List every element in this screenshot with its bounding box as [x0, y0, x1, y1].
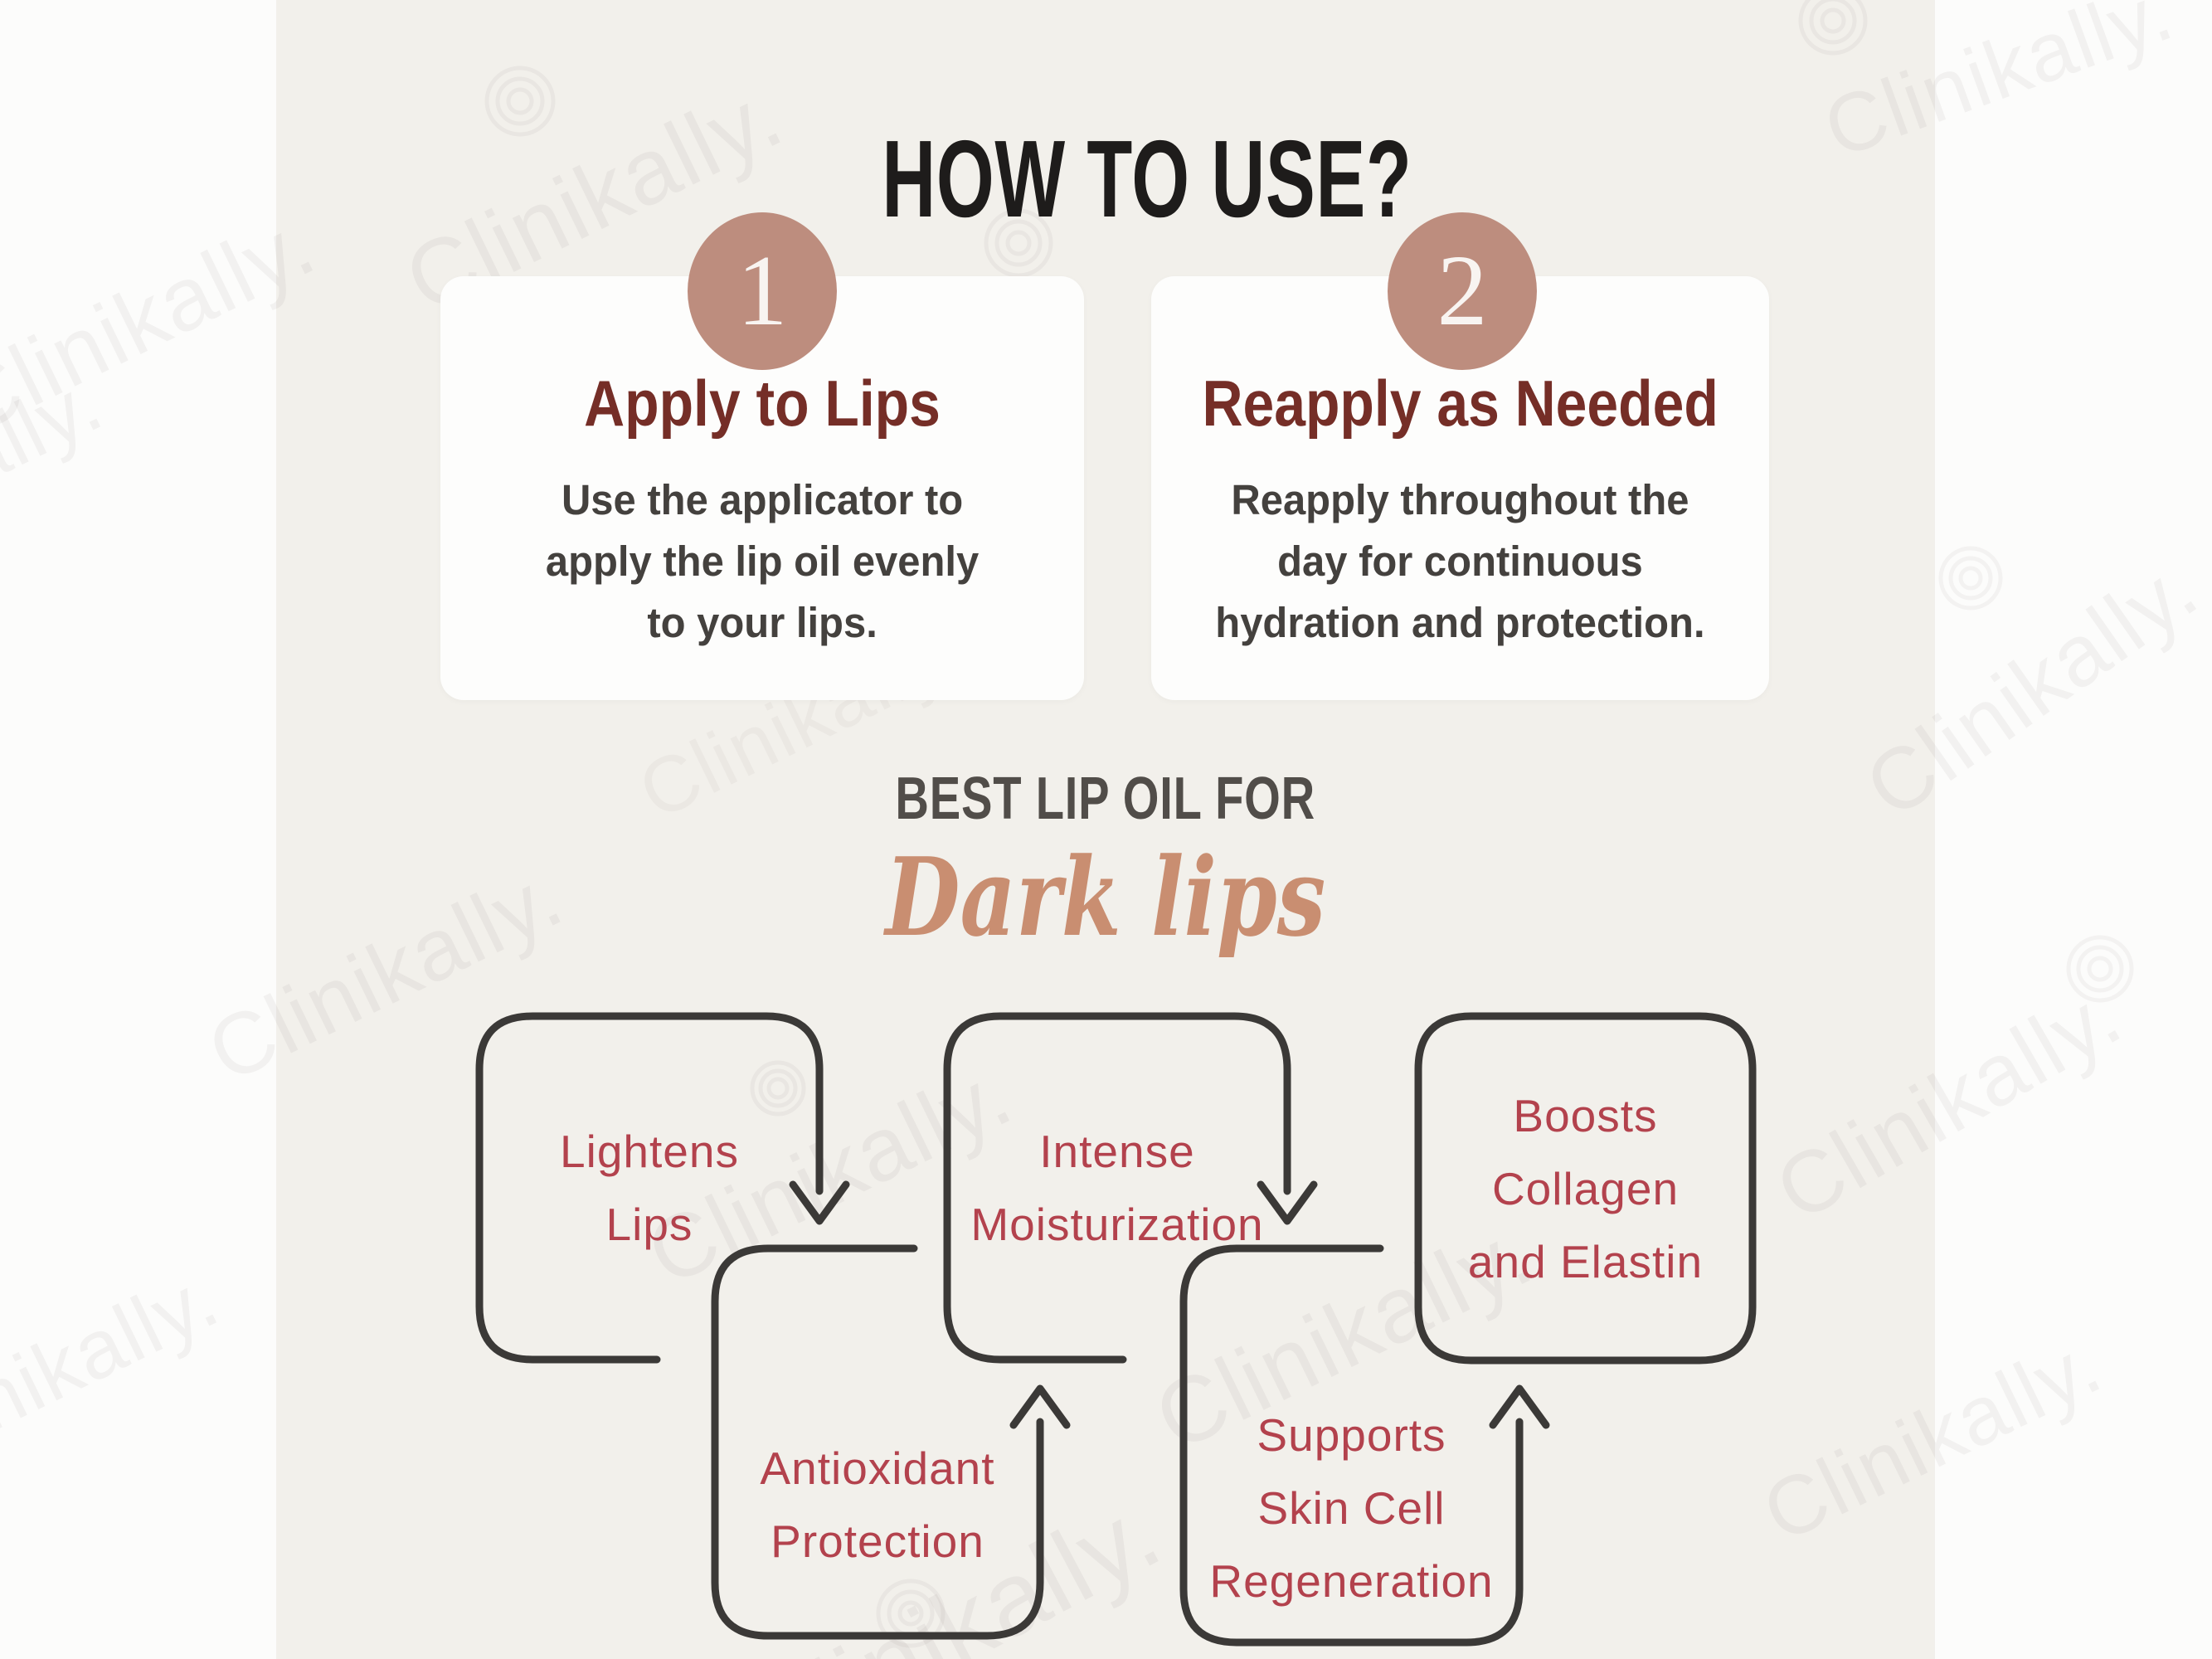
arrow-up-icon — [1489, 1384, 1550, 1429]
arrow-down-icon — [789, 1180, 850, 1225]
flow-box-antioxidant-protection — [711, 1244, 1044, 1640]
step-2-number: 2 — [1437, 235, 1488, 347]
flow-box-intense-moisturization — [943, 1012, 1291, 1364]
flow-box-skin-cell-regeneration — [1179, 1244, 1524, 1647]
section-script-title: Dark lips — [276, 834, 1935, 961]
page-title: HOW TO USE? — [878, 118, 1417, 240]
step-1-body: Use the applicator to apply the lip oil … — [545, 476, 980, 646]
step-2-number-badge: 2 — [1388, 212, 1537, 370]
step-2-body: Reapply throughout the day for continuou… — [1215, 476, 1705, 646]
arrow-down-icon — [1257, 1180, 1318, 1225]
step-2-heading: Reapply as Needed — [1202, 367, 1719, 440]
step-1-number-badge: 1 — [688, 212, 837, 370]
flow-box-lightens-lips — [475, 1012, 824, 1364]
section-kicker-text: BEST LIP OIL FOR — [895, 766, 1316, 832]
section-kicker: BEST LIP OIL FOR — [276, 765, 1935, 833]
benefit-antioxidant-protection: Antioxidant Protection — [760, 1442, 995, 1567]
flow-box-boosts-collagen — [1414, 1012, 1757, 1365]
section-script-title-text: Dark lips — [885, 834, 1326, 961]
benefit-skin-cell-regeneration: Supports Skin Cell Regeneration — [1209, 1408, 1494, 1607]
benefit-intense-moisturization: Intense Moisturization — [970, 1126, 1264, 1250]
benefit-boosts-collagen-elastin: Boosts Collagen and Elastin — [1467, 1089, 1704, 1287]
page-title-text: HOW TO USE? — [882, 117, 1412, 240]
arrow-up-icon — [1009, 1384, 1071, 1429]
benefit-lightens-lips: Lightens Lips — [560, 1126, 739, 1250]
step-1-heading: Apply to Lips — [584, 367, 941, 440]
step-1-number: 1 — [737, 235, 788, 347]
